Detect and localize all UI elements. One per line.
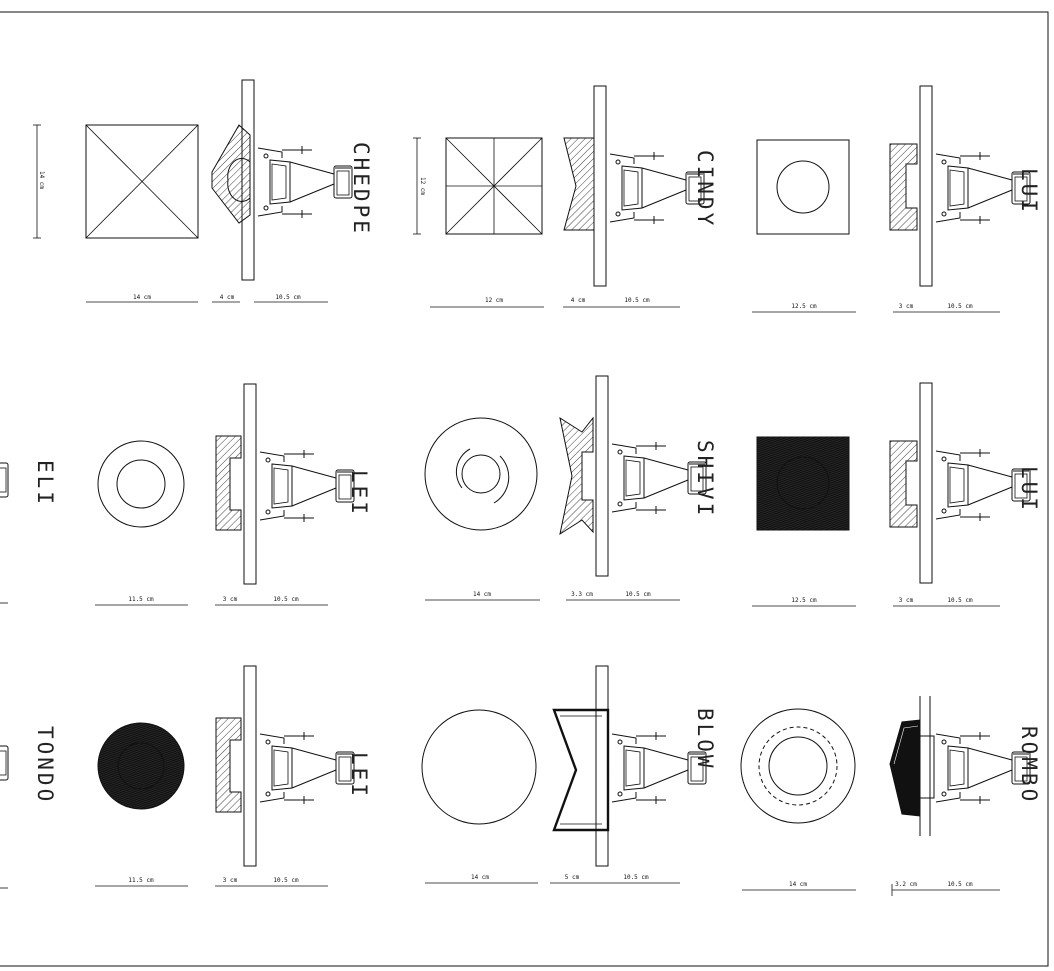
- dimension-height: 12 cm: [419, 177, 426, 195]
- product-name: CHEDPE: [349, 142, 373, 236]
- product-name: LEI: [347, 470, 371, 517]
- dimension-depth: 3.2 cm: [895, 881, 917, 888]
- dimension-recess: 10.5 cm: [624, 297, 650, 304]
- dimension-width: 14 cm: [473, 591, 491, 598]
- front-view: [97, 440, 185, 528]
- product-name: TONDO: [33, 726, 57, 804]
- dimension-depth: 4 cm: [571, 297, 586, 304]
- product-lei: LEI 11.5 cm 3 cm 10.5 cm: [95, 383, 371, 606]
- front-view: [421, 709, 537, 825]
- front-view: [85, 124, 199, 239]
- front-view: [740, 708, 856, 824]
- product-name: LUI: [1017, 168, 1041, 215]
- sheet-border: [0, 11, 1049, 967]
- product-lui: LUI 12.5 cm 3 cm 10.5 cm: [752, 85, 1041, 313]
- dimension-width: 14 cm: [471, 874, 489, 881]
- dimension-depth: 4 cm: [220, 294, 235, 301]
- dimension-depth: 3.3 cm: [571, 591, 593, 598]
- dimension-depth: 5 cm: [565, 874, 580, 881]
- product-name: ROMBO: [1017, 726, 1041, 804]
- product-name: SHIVI: [693, 440, 717, 518]
- front-view: [424, 417, 538, 531]
- product-name: ELI: [33, 460, 57, 507]
- dimension-width: 12 cm: [485, 297, 503, 304]
- front-view: [97, 722, 185, 810]
- dimension-height: 14 cm: [38, 171, 45, 189]
- product-name: LUI: [1017, 466, 1041, 513]
- product-shivi: SHIVI 14 cm 3.3 cm 10.5 cm: [424, 375, 717, 601]
- dimension-depth: 3 cm: [899, 597, 914, 604]
- dimension-recess: 10.5 cm: [947, 303, 973, 310]
- dimension-recess: 10.5 cm: [623, 874, 649, 881]
- product-tondo: TONDO: [0, 726, 57, 889]
- dimension-depth: 3 cm: [223, 596, 238, 603]
- product-name: LEI: [347, 752, 371, 799]
- dimension-recess: 10.5 cm: [947, 881, 973, 888]
- product-cindy: 12 cm CINDY 12 cm 4 cm 10.5 cm: [413, 85, 717, 308]
- product-eli: ELI: [0, 460, 57, 604]
- dimension-width: 14 cm: [789, 881, 807, 888]
- product-chedpe: 14 cm CHEDPE 14 cm 4 cm 10.5 cm: [33, 79, 373, 303]
- dimension-recess: 10.5 cm: [625, 591, 651, 598]
- dimension-depth: 3 cm: [899, 303, 914, 310]
- product-lui: LUI 12.5 cm 3 cm 10.5 cm: [752, 382, 1041, 607]
- front-view: [756, 139, 850, 235]
- dimension-width: 14 cm: [133, 294, 151, 301]
- dimension-width: 11.5 cm: [128, 877, 154, 884]
- dimension-width: 11.5 cm: [128, 596, 154, 603]
- product-rombo: ROMBO 14 cm 3.2 cm 10.5 cm: [740, 696, 1041, 896]
- dimension-width: 12.5 cm: [791, 597, 817, 604]
- dimension-width: 12.5 cm: [791, 303, 817, 310]
- product-name: CINDY: [693, 150, 717, 228]
- dimension-recess: 10.5 cm: [947, 597, 973, 604]
- front-view: [756, 436, 850, 531]
- dimension-recess: 10.5 cm: [273, 596, 299, 603]
- dimension-recess: 10.5 cm: [275, 294, 301, 301]
- dimension-depth: 3 cm: [223, 877, 238, 884]
- product-lei: LEI 11.5 cm 3 cm 10.5 cm: [95, 665, 371, 887]
- product-blow: BLOW 14 cm 5 cm 10.5 cm: [421, 665, 717, 884]
- product-name: BLOW: [693, 708, 717, 771]
- dimension-recess: 10.5 cm: [273, 877, 299, 884]
